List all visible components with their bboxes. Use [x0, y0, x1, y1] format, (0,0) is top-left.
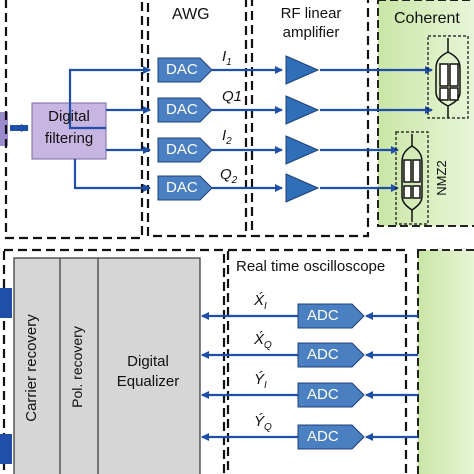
awg-dashed-box: [146, 0, 248, 238]
amplifier-3: [285, 135, 320, 165]
adc-label-2: ADC: [307, 346, 339, 363]
digital-equalizer-label: Digital Equalizer: [116, 353, 180, 390]
coherent-title: Coherent: [394, 10, 460, 27]
rx-signal-lines: [201, 312, 418, 441]
dsp-rx-dashed-box: [2, 248, 226, 474]
signal-label-q1: Q1: [222, 88, 243, 105]
dac-label-3: DAC: [166, 141, 198, 158]
mzm-bottom: [395, 131, 429, 225]
rx-label-yq: ÝQ: [254, 413, 272, 433]
amplifier-4: [285, 173, 320, 203]
tx-branch-lines: [68, 66, 151, 192]
dac-block-2: [157, 97, 213, 123]
dac-block-3: [157, 137, 213, 163]
dac-label-4: DAC: [166, 179, 198, 196]
signal-label-q2: Q2: [220, 166, 238, 186]
rx-output-stub-top: [0, 288, 12, 318]
adc-label-1: ADC: [307, 307, 339, 324]
dac-blocks: [157, 57, 213, 201]
adc-label-4: ADC: [307, 428, 339, 445]
adc-block-4: [297, 424, 365, 450]
tx-signal-lines: [212, 66, 433, 192]
adc-blocks: [297, 303, 365, 450]
rf-amp-dashed-box: [250, 0, 370, 238]
dac-label-2: DAC: [166, 101, 198, 118]
awg-title: AWG: [172, 6, 210, 23]
adc-block-1: [297, 303, 365, 329]
dac-block-1: [157, 57, 213, 83]
dsp-tx-dashed-box: [4, 0, 144, 240]
nmz2-label: NMZ2: [434, 160, 449, 196]
mzm-top: [427, 35, 469, 119]
rx-output-stub-bottom: [0, 434, 12, 464]
rf-amplifiers: [285, 55, 320, 203]
adc-label-3: ADC: [307, 386, 339, 403]
rx-label-xq: X́Q: [254, 331, 272, 351]
pol-recovery-label: Pol. recovery: [69, 326, 85, 408]
carrier-recovery-label: Carrier recovery: [23, 314, 40, 422]
oscilloscope-title: Real time oscilloscope: [236, 258, 386, 275]
oscilloscope-dashed-box: [226, 248, 408, 474]
dac-block-4: [157, 175, 213, 201]
amplifier-2: [285, 95, 320, 125]
coherent-receiver-region: [417, 249, 474, 474]
signal-label-i2: I2: [222, 127, 232, 147]
coherent-modulator-region: [377, 0, 474, 227]
digital-filtering-label: Digital filtering: [44, 108, 94, 147]
rx-label-xi: X́I: [254, 292, 267, 312]
amplifier-1: [285, 55, 320, 85]
adc-block-3: [297, 382, 365, 408]
dac-label-1: DAC: [166, 61, 198, 78]
dsp-rx-container: [13, 257, 201, 474]
signal-label-i1: I1: [222, 48, 232, 68]
rf-amplifier-title: RF linear amplifier: [280, 5, 342, 41]
input-block-edge: [0, 112, 8, 146]
adc-block-2: [297, 342, 365, 368]
rx-label-yi: ÝI: [254, 371, 267, 391]
